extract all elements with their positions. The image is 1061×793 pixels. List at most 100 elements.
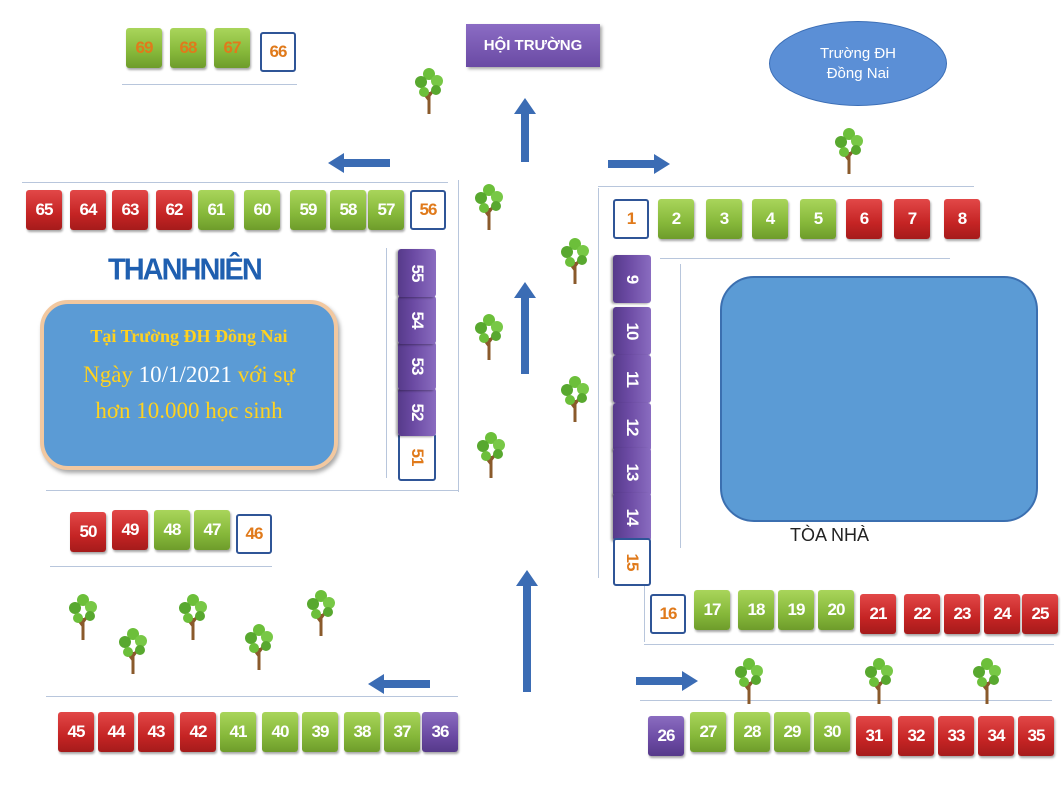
stall-21: 21 bbox=[860, 594, 896, 634]
stall-19: 19 bbox=[778, 590, 814, 630]
stall-16: 16 bbox=[650, 594, 686, 634]
stall-number: 39 bbox=[311, 722, 330, 741]
stall-46: 46 bbox=[236, 514, 272, 554]
stall-61: 61 bbox=[198, 190, 234, 230]
stall-55: 55 bbox=[398, 249, 436, 297]
stall-number: 23 bbox=[953, 604, 972, 623]
stall-60: 60 bbox=[244, 190, 280, 230]
stall-number: 40 bbox=[271, 722, 290, 741]
stall-number: 61 bbox=[207, 200, 226, 219]
stall-57: 57 bbox=[368, 190, 404, 230]
tree-icon bbox=[69, 594, 97, 640]
stall-27: 27 bbox=[690, 712, 726, 752]
stall-number: 9 bbox=[623, 274, 642, 284]
stall-31: 31 bbox=[856, 716, 892, 756]
stall-49: 49 bbox=[112, 510, 148, 550]
stall-68: 68 bbox=[170, 28, 206, 68]
stall-24: 24 bbox=[984, 594, 1020, 634]
stall-number: 19 bbox=[787, 600, 806, 619]
stall-number: 44 bbox=[107, 722, 126, 741]
stall-number: 36 bbox=[431, 722, 450, 741]
stall-number: 65 bbox=[35, 200, 54, 219]
hall-label: HỘI TRƯỜNG bbox=[483, 37, 583, 54]
arrow-up-icon bbox=[516, 570, 538, 692]
stall-29: 29 bbox=[774, 712, 810, 752]
stall-28: 28 bbox=[734, 712, 770, 752]
guide-line bbox=[598, 188, 599, 578]
tree-icon bbox=[835, 128, 863, 174]
tree-icon bbox=[973, 658, 1001, 704]
stall-14: 14 bbox=[613, 493, 651, 541]
stall-5: 5 bbox=[800, 199, 836, 239]
stall-33: 33 bbox=[938, 716, 974, 756]
stall-41: 41 bbox=[220, 712, 256, 752]
stall-number: 24 bbox=[993, 604, 1012, 623]
stall-65: 65 bbox=[26, 190, 62, 230]
stall-number: 64 bbox=[79, 200, 98, 219]
tree-icon bbox=[735, 658, 763, 704]
stall-number: 60 bbox=[253, 200, 272, 219]
university-ellipse: Trường ĐH Đồng Nai bbox=[769, 21, 947, 106]
guide-line bbox=[46, 696, 458, 697]
stall-number: 13 bbox=[623, 463, 642, 481]
stall-44: 44 bbox=[98, 712, 134, 752]
stall-66: 66 bbox=[260, 32, 296, 72]
stall-9: 9 bbox=[613, 255, 651, 303]
stall-number: 8 bbox=[957, 209, 968, 228]
stall-number: 34 bbox=[987, 726, 1006, 745]
stall-number: 35 bbox=[1027, 726, 1046, 745]
arrow-right-icon bbox=[636, 671, 698, 691]
building-label: TÒA NHÀ bbox=[790, 525, 870, 545]
stall-20: 20 bbox=[818, 590, 854, 630]
tree-icon bbox=[179, 594, 207, 640]
stall-1: 1 bbox=[613, 199, 649, 239]
stall-number: 10 bbox=[623, 322, 642, 340]
thanhnien-logo: THANHNIÊN bbox=[108, 253, 263, 288]
guide-line bbox=[50, 566, 272, 567]
stall-67: 67 bbox=[214, 28, 250, 68]
stall-62: 62 bbox=[156, 190, 192, 230]
stall-number: 43 bbox=[147, 722, 166, 741]
info-date: 10/1/2021 bbox=[138, 362, 232, 387]
tree-icon bbox=[307, 590, 335, 636]
stall-69: 69 bbox=[126, 28, 162, 68]
stall-number: 12 bbox=[623, 418, 642, 436]
stall-number: 33 bbox=[947, 726, 966, 745]
stall-34: 34 bbox=[978, 716, 1014, 756]
stall-10: 10 bbox=[613, 307, 651, 355]
stall-6: 6 bbox=[846, 199, 882, 239]
stall-number: 1 bbox=[626, 209, 637, 228]
stall-number: 50 bbox=[79, 522, 98, 541]
stall-2: 2 bbox=[658, 199, 694, 239]
stall-56: 56 bbox=[410, 190, 446, 230]
stall-48: 48 bbox=[154, 510, 190, 550]
stall-number: 47 bbox=[203, 520, 222, 539]
stall-22: 22 bbox=[904, 594, 940, 634]
stall-64: 64 bbox=[70, 190, 106, 230]
stall-number: 41 bbox=[229, 722, 248, 741]
stall-number: 54 bbox=[408, 311, 427, 329]
guide-line bbox=[458, 180, 459, 492]
stall-35: 35 bbox=[1018, 716, 1054, 756]
guide-line bbox=[644, 644, 1054, 645]
stall-number: 16 bbox=[659, 604, 678, 623]
info-line-2a: Ngày bbox=[83, 362, 139, 387]
stall-number: 56 bbox=[419, 200, 438, 219]
stall-number: 46 bbox=[245, 524, 264, 543]
stall-15: 15 bbox=[613, 538, 651, 586]
stall-23: 23 bbox=[944, 594, 980, 634]
tree-icon bbox=[475, 184, 503, 230]
university-label-line2: Đồng Nai bbox=[826, 64, 890, 82]
stall-25: 25 bbox=[1022, 594, 1058, 634]
stall-number: 3 bbox=[719, 209, 730, 228]
stall-number: 21 bbox=[869, 604, 888, 623]
guide-line bbox=[598, 186, 974, 187]
tree-icon bbox=[245, 624, 273, 670]
stall-number: 5 bbox=[813, 209, 824, 228]
stall-number: 51 bbox=[408, 448, 427, 466]
stall-number: 52 bbox=[408, 403, 427, 421]
stall-13: 13 bbox=[613, 448, 651, 496]
stall-45: 45 bbox=[58, 712, 94, 752]
stall-39: 39 bbox=[302, 712, 338, 752]
stall-number: 67 bbox=[223, 38, 242, 57]
